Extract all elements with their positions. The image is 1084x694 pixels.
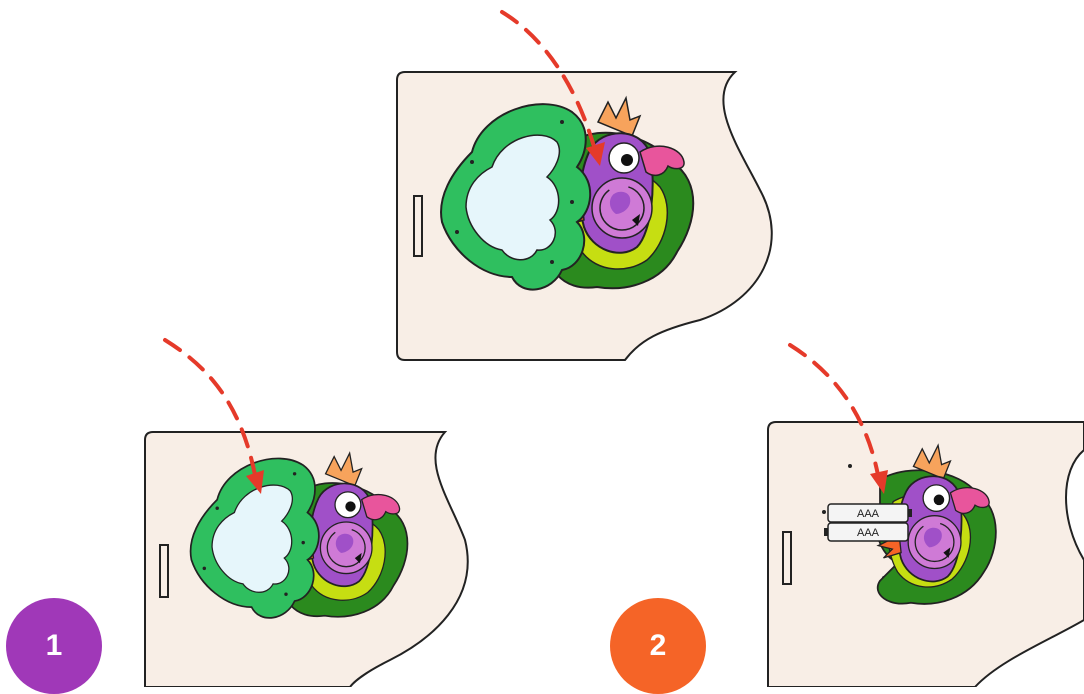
step-1-number: 1 [46, 629, 63, 663]
battery-icon: AAA [824, 523, 908, 541]
board-step-1 [145, 340, 468, 687]
board-assembled [397, 12, 772, 360]
step-2-number: 2 [650, 629, 667, 663]
step-1-badge: 1 [6, 598, 102, 694]
battery-label-1: AAA [857, 508, 880, 520]
board-step-2: AAA AAA [768, 345, 1084, 687]
step-2-badge: 2 [610, 598, 706, 694]
battery-icon: AAA [828, 504, 912, 522]
battery-label-2: AAA [857, 527, 880, 539]
